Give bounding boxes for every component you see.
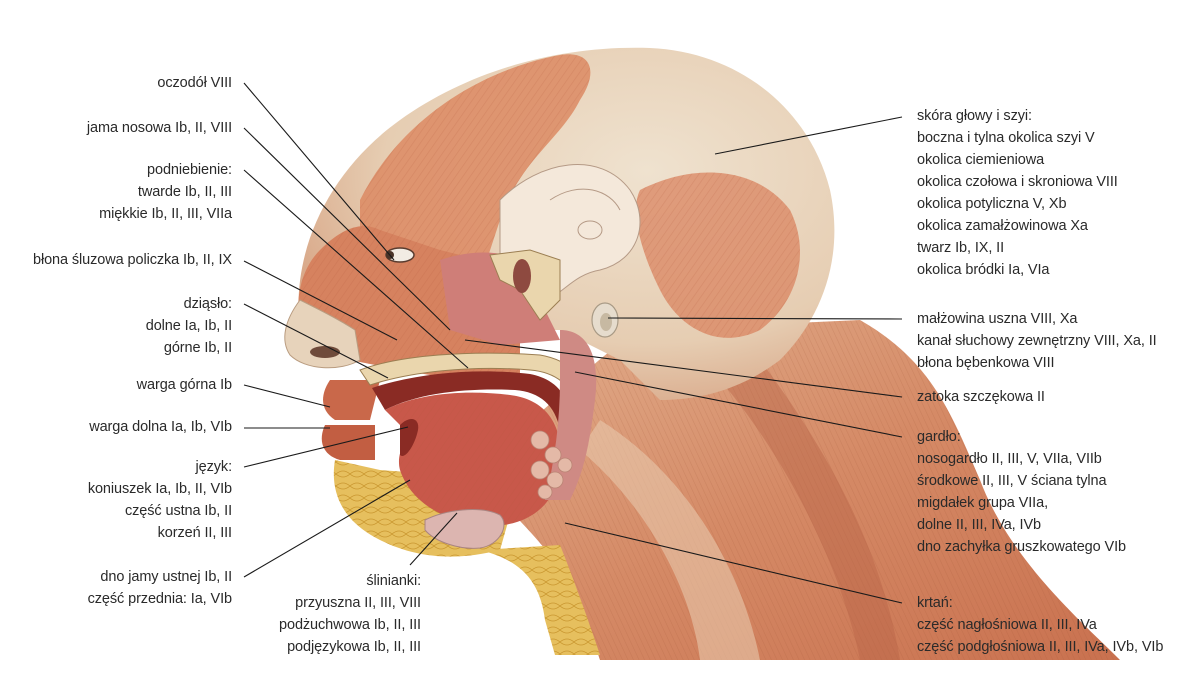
label-tongue: język: koniuszek Ia, Ib, II, VIb część u…	[87, 459, 232, 541]
label-nasal-cavity: jama nosowa Ib, II, VIII	[86, 120, 232, 136]
label-pharynx: gardło: nosogardło II, III, V, VIIa, VII…	[917, 429, 1126, 555]
label-salivary-glands: ślinianki: przyuszna II, III, VIII podżu…	[279, 573, 421, 655]
leader-lines	[243, 82, 903, 604]
label-upper-lip: warga górna Ib	[136, 377, 232, 393]
label-orbit: oczodół VIII	[157, 75, 232, 91]
label-gum: dziąsło: dolne Ia, Ib, II górne Ib, II	[145, 296, 232, 356]
label-floor-of-mouth: dno jamy ustnej Ib, II część przednia: I…	[87, 569, 232, 607]
label-larynx: krtań: część nagłośniowa II, III, IVa cz…	[917, 595, 1164, 655]
label-lower-lip: warga dolna Ia, Ib, VIb	[89, 419, 232, 435]
label-buccal-mucosa: błona śluzowa policzka Ib, II, IX	[33, 252, 232, 268]
label-palate: podniebienie: twarde Ib, II, III miękkie…	[99, 162, 232, 222]
label-scalp-neck-skin: skóra głowy i szyi: boczna i tylna okoli…	[917, 108, 1118, 278]
oral-nasal-section	[359, 249, 619, 655]
label-ear: małżowina uszna VIII, Xa kanał słuchowy …	[917, 311, 1157, 371]
label-maxillary-sinus: zatoka szczękowa II	[917, 389, 1045, 405]
neck-muscles	[470, 320, 1120, 660]
